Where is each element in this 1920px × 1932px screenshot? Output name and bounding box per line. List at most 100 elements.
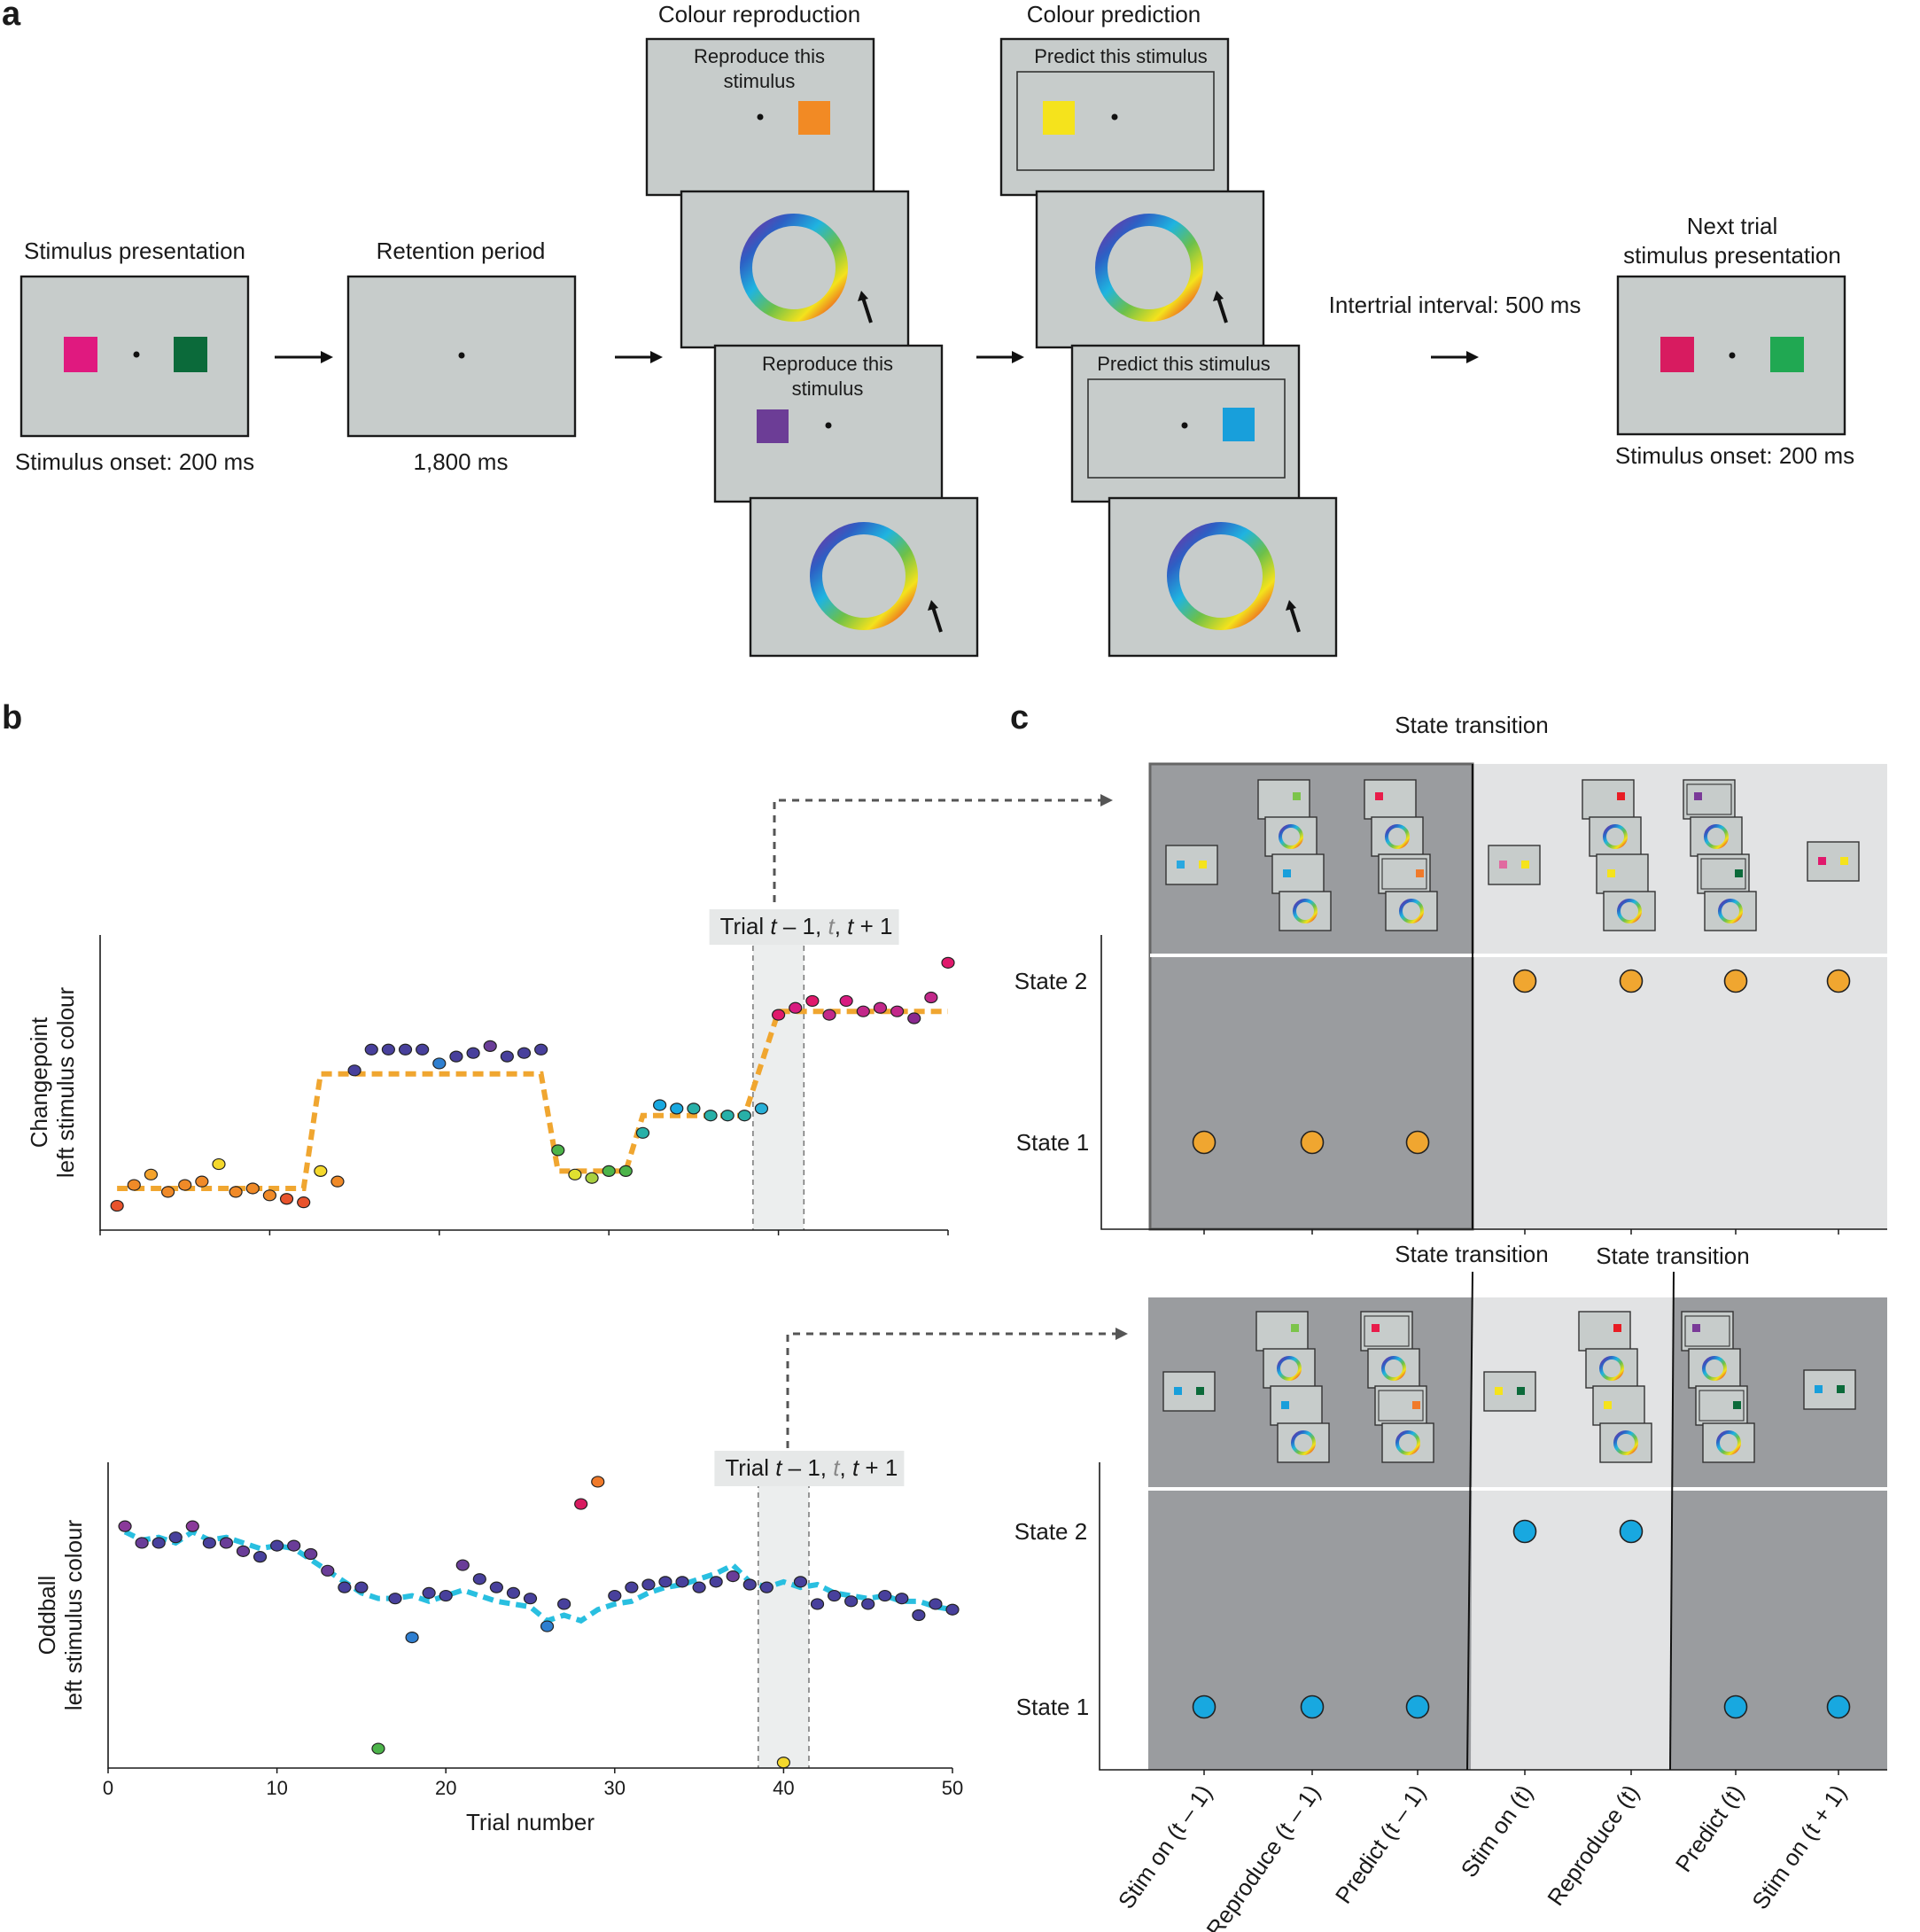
mini-screen: [1807, 841, 1860, 882]
data-point: [534, 1043, 548, 1056]
state-marker: [1405, 1130, 1430, 1155]
panel-label-b: b: [2, 699, 22, 736]
mini-colour-wheel: [1617, 899, 1642, 923]
predict-colour-square: [1223, 408, 1255, 441]
data-point: [229, 1186, 243, 1198]
data-point: [270, 1539, 284, 1552]
mini-colour-wheel: [1277, 1356, 1302, 1381]
colour-wheel: [1095, 214, 1203, 322]
data-point: [381, 1043, 395, 1056]
mini-colour-wheel: [1293, 899, 1318, 923]
mini-frame: [1700, 858, 1746, 890]
running-mean-line: [123, 1528, 953, 1624]
data-point: [455, 1559, 470, 1571]
state-transition-label: State transition: [1395, 1241, 1548, 1267]
data-point: [720, 1110, 735, 1122]
mini-screen: [1589, 816, 1642, 857]
mini-screen: [1264, 816, 1318, 857]
data-point: [653, 1099, 667, 1111]
mini-frame: [1381, 858, 1427, 890]
mini-square: [1283, 869, 1291, 877]
mini-square: [1517, 1387, 1525, 1395]
state-marker: [1405, 1694, 1430, 1719]
data-point: [557, 1598, 571, 1610]
data-point: [771, 1009, 786, 1021]
data-point: [709, 1576, 723, 1588]
y-axis-label: Oddball: [34, 1576, 60, 1655]
mini-square: [1291, 1324, 1299, 1332]
data-point: [523, 1593, 538, 1605]
data-point: [118, 1520, 132, 1532]
mini-square: [1375, 792, 1383, 800]
colour-wheel: [740, 214, 848, 322]
mini-screen: [1603, 891, 1656, 931]
next-trial-title: Next trial: [1687, 213, 1778, 239]
mini-square: [1733, 1401, 1741, 1409]
data-point: [776, 1757, 791, 1769]
x-axis-label: Trial number: [466, 1809, 595, 1835]
axis-lines: [1100, 935, 1887, 1230]
data-point: [489, 1581, 503, 1593]
data-point: [195, 1175, 209, 1188]
data-point: [551, 1144, 565, 1157]
mini-square: [1521, 861, 1529, 869]
data-point: [321, 1564, 335, 1577]
mini-square: [1607, 869, 1615, 877]
data-point: [585, 1172, 599, 1184]
mini-square: [1416, 869, 1424, 877]
state-marker: [1826, 1694, 1851, 1719]
data-point: [160, 1186, 175, 1198]
data-point: [245, 1182, 260, 1195]
data-point: [202, 1537, 216, 1549]
data-point: [449, 1050, 463, 1063]
data-point: [844, 1595, 859, 1608]
data-point: [483, 1040, 497, 1052]
data-point: [506, 1586, 521, 1600]
data-point: [641, 1578, 656, 1591]
fixation-dot: [133, 351, 140, 358]
data-point: [110, 1199, 124, 1212]
data-point: [737, 1110, 751, 1122]
y-axis-label: left stimulus colour: [60, 1520, 87, 1711]
mini-colour-wheel: [1399, 899, 1424, 923]
mini-frame: [1698, 1390, 1745, 1422]
mini-screen: [1702, 1422, 1755, 1463]
mini-square: [1372, 1324, 1380, 1332]
data-point: [517, 1047, 532, 1059]
data-point: [861, 1598, 875, 1610]
mini-square: [1837, 1385, 1845, 1393]
state-marker: [1512, 969, 1537, 993]
state-marker: [1723, 1694, 1748, 1719]
mini-square: [1499, 861, 1507, 869]
data-point: [692, 1581, 706, 1593]
mini-screen: [1270, 1385, 1323, 1426]
data-point: [742, 1578, 757, 1591]
data-point: [907, 1012, 921, 1024]
data-point: [127, 1179, 141, 1191]
data-point: [398, 1043, 413, 1056]
data-point: [895, 1593, 909, 1605]
left-stimulus-square: [64, 337, 97, 372]
mini-screen: [1488, 845, 1541, 885]
state-transition-label: State transition: [1395, 712, 1548, 738]
connector-arrow: [773, 799, 1103, 902]
colour-wheel: [1167, 522, 1275, 630]
cursor-icon: [861, 297, 873, 323]
x-tick-label: 10: [266, 1777, 287, 1799]
mini-screen: [1385, 891, 1438, 931]
x-category-label: Stim on (t – 1): [1113, 1780, 1217, 1913]
data-point: [297, 1196, 311, 1209]
data-point: [500, 1050, 514, 1063]
screen-prompt: Predict this stimulus: [1034, 45, 1208, 67]
data-point: [304, 1547, 318, 1561]
x-tick-label: 20: [435, 1777, 456, 1799]
retention-caption: 1,800 ms: [414, 448, 509, 475]
data-point: [805, 994, 820, 1008]
mini-colour-wheel: [1718, 899, 1743, 923]
mini-screen: [1599, 1422, 1652, 1463]
mini-square: [1840, 857, 1848, 865]
data-point: [608, 1589, 622, 1602]
data-point: [439, 1589, 453, 1602]
